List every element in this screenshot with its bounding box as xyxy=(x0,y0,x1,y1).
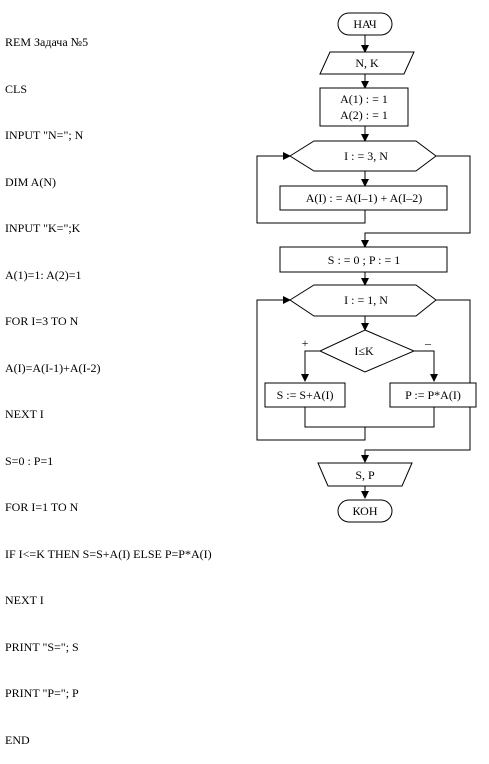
code-line: PRINT "P="; P xyxy=(5,686,79,700)
loop1-header: I : = 3, N xyxy=(289,140,437,172)
init-array-block: A(1) : = 1 A(2) : = 1 xyxy=(319,87,409,127)
code-line: REM Задача №5 xyxy=(5,35,89,49)
yes-branch-label: + xyxy=(302,336,309,350)
code-line: A(1)=1: A(2)=1 xyxy=(5,267,82,282)
code-line: A(I)=A(I-1)+A(I-2) xyxy=(5,360,101,375)
code-line: FOR I=1 TO N xyxy=(5,500,79,514)
code-line: END xyxy=(5,732,30,747)
start-label: НАЧ xyxy=(353,17,377,31)
end-label: КОН xyxy=(352,504,377,518)
loop2-header: I : = 1, N xyxy=(289,284,437,317)
init-sp-label: S : = 0 ; P : = 1 xyxy=(328,253,400,267)
flow-connectors xyxy=(256,35,471,499)
code-line: FOR I=3 TO N xyxy=(5,314,79,328)
loop2-label: I : = 1, N xyxy=(344,293,388,307)
start-terminator: НАЧ xyxy=(337,12,393,36)
code-line: CLS xyxy=(5,81,28,96)
yes-action-label: S := S+A(I) xyxy=(277,388,334,402)
code-line: IF I<=K THEN S=S+A(I) ELSE P=P*A(I) xyxy=(5,546,212,561)
no-action-label: P := P*A(I) xyxy=(405,388,461,402)
condition-diamond: I≤K + – xyxy=(302,329,432,373)
loop1-label: I : = 3, N xyxy=(344,149,388,163)
code-line: INPUT "N="; N xyxy=(5,128,84,142)
loop1-body-block: A(I) : = A(I–1) + A(I–2) xyxy=(279,185,448,211)
output-label: S, P xyxy=(355,468,375,482)
init-a1-label: A(1) : = 1 xyxy=(340,92,388,106)
loop1-body-label: A(I) : = A(I–1) + A(I–2) xyxy=(306,191,423,205)
code-line: PRINT "S="; S xyxy=(5,639,79,654)
init-a2-label: A(2) : = 1 xyxy=(340,108,388,122)
input-block: N, K xyxy=(319,51,415,75)
condition-label: I≤K xyxy=(354,344,374,358)
flowchart: НАЧ N, K A(1) : = 1 A(2) : = 1 I : = 3, … xyxy=(256,12,477,523)
end-terminator: КОН xyxy=(337,499,393,523)
init-sp-block: S : = 0 ; P : = 1 xyxy=(279,246,448,273)
code-line: NEXT I xyxy=(5,407,44,421)
code-line: S=0 : P=1 xyxy=(5,453,54,468)
no-branch-label: – xyxy=(424,336,432,350)
code-line: NEXT I xyxy=(5,593,44,607)
code-line: DIM A(N) xyxy=(5,174,56,189)
yes-action-block: S := S+A(I) xyxy=(264,382,346,408)
no-action-block: P := P*A(I) xyxy=(389,382,477,408)
output-block: S, P xyxy=(317,462,413,487)
input-label: N, K xyxy=(355,56,379,70)
code-line: INPUT "K=";K xyxy=(5,221,81,235)
